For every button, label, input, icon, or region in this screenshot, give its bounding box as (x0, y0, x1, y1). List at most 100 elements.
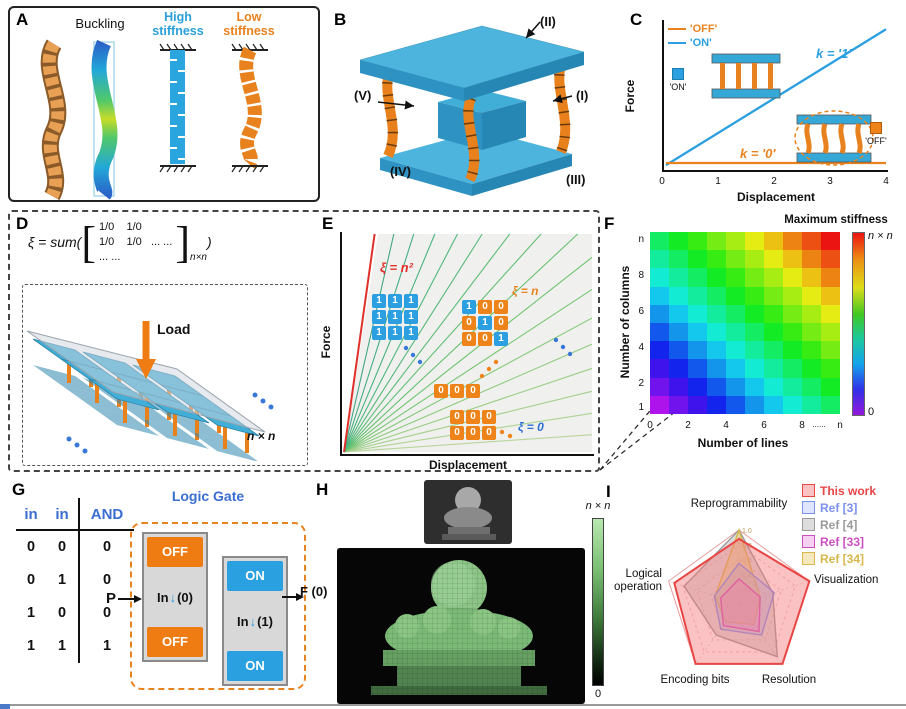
h-colorbar (592, 518, 604, 686)
radar-chart: 0.20.40.60.81.0 (668, 527, 811, 665)
heatmap-cell (802, 395, 821, 414)
gate-off-bottom: OFF (147, 627, 203, 657)
truth-table-cell: 1 (26, 605, 36, 621)
gate-box-on: ON In ↓ (1) ON (222, 556, 288, 686)
on-line-sample (668, 42, 686, 44)
heatmap-cell (726, 268, 745, 287)
heatmap-cell (783, 232, 802, 251)
heatmap-cell (669, 395, 688, 414)
f-ytick: 1 (638, 402, 644, 413)
c-xtick: 0 (659, 176, 665, 187)
binary-cell: 1 (372, 326, 386, 340)
binary-cell: 0 (494, 300, 508, 314)
axis-resolution: Resolution (761, 674, 817, 686)
heatmap-cell (669, 286, 688, 305)
f-output-label: F (0) (300, 584, 328, 599)
k0-annotation: k = '0' (740, 146, 776, 161)
k1-annotation: k = '1' (816, 46, 852, 61)
panel-a: A Buckling High stiffness Low stiffness (8, 6, 320, 202)
heatmap-cell (707, 377, 726, 396)
in-value: (1) (257, 613, 273, 629)
legend-swatch (802, 501, 815, 514)
heatmap-cell (669, 359, 688, 378)
e-xaxis-label: Displacement (428, 458, 508, 472)
truth-table-cell: 0 (26, 572, 36, 588)
heatmap-cell (821, 268, 840, 287)
heatmap-cell (707, 250, 726, 269)
f-xaxis-label: Number of lines (697, 436, 789, 450)
binary-cell: 0 (478, 300, 492, 314)
heatmap-cell (669, 232, 688, 251)
heatmap-cell (707, 232, 726, 251)
binary-cell: 0 (462, 316, 476, 330)
f-xtick: n (837, 420, 843, 431)
heatmap-cell (726, 377, 745, 396)
heatmap-cell (745, 323, 764, 342)
heatmap-cell (688, 268, 707, 287)
panel-c-label: C (630, 10, 643, 29)
truth-table-cell: 0 (78, 597, 134, 630)
legend-swatch (802, 552, 815, 565)
arrow-to-column (552, 94, 573, 104)
panel-e-label: E (322, 214, 334, 233)
svg-text:1.0: 1.0 (742, 528, 752, 535)
heatmap-cell (726, 286, 745, 305)
f-colorbar-max: n × n (868, 230, 893, 242)
radar-series-0 (673, 537, 811, 665)
heatmap-cell (745, 341, 764, 360)
heatmap-cell (764, 286, 783, 305)
heatmap-cell (650, 268, 669, 287)
output-arrow-icon (282, 593, 304, 601)
heatmap-cell (745, 359, 764, 378)
heatmap-cell (821, 395, 840, 414)
f-colorbar-min: 0 (868, 406, 875, 418)
gate-on-bottom: ON (227, 651, 283, 681)
panel-g-label: G (12, 480, 26, 499)
annotation-I: (I) (576, 88, 589, 103)
heatmap-cell (821, 341, 840, 360)
heatmap-cell (802, 377, 821, 396)
heatmap-cell (821, 304, 840, 323)
c-legend-off-label: 'OFF' (690, 23, 718, 35)
heatmap-cell (669, 304, 688, 323)
high-stiffness-label: High stiffness (152, 10, 204, 38)
f-xtick: 6 (761, 420, 767, 431)
panel-c: C k = '1' k = '0' 'OFF' 'OFF' (616, 4, 906, 208)
heatmap-cell (688, 323, 707, 342)
e-yaxis-label: Force (319, 325, 333, 359)
truth-table-cell: 0 (78, 531, 134, 564)
legend-label: Ref [3] (820, 500, 858, 515)
in-label: In (157, 589, 169, 605)
legend-row: Ref [4] (802, 516, 876, 533)
annotation-V: (V) (354, 88, 372, 103)
binary-cell: 0 (450, 426, 464, 440)
heatmap-cell (783, 377, 802, 396)
array-3d-box: Load n × n (22, 284, 308, 466)
open-bracket: [ (81, 217, 96, 267)
truth-table-cell: 0 (26, 539, 36, 555)
c-yaxis-label: Force (623, 79, 637, 113)
heatmap-cell (783, 359, 802, 378)
legend-row: Ref [34] (802, 550, 876, 567)
off-swatch (870, 122, 882, 134)
h-colorbar-min: 0 (594, 688, 602, 700)
heatmap-cell (650, 286, 669, 305)
heatmap-cell (726, 359, 745, 378)
close-bracket: ] (175, 217, 191, 267)
gate-box-off: OFF In ↓ (0) OFF (142, 532, 208, 662)
formula-matrix-row: 1/0 1/0 (98, 221, 142, 233)
heatmap-cell (802, 286, 821, 305)
stiffness-heatmap (650, 232, 840, 414)
binary-cell: 1 (478, 316, 492, 330)
bottom-rule (0, 704, 906, 706)
svg-text:0.4: 0.4 (742, 572, 752, 579)
heatmap-cell (821, 323, 840, 342)
heatmap-cell (745, 304, 764, 323)
binary-cell: 1 (388, 310, 402, 324)
dashed-ellipse (794, 110, 874, 166)
heatmap-cell (707, 341, 726, 360)
heatmap-cell (764, 304, 783, 323)
c-xtick: 4 (883, 176, 889, 187)
